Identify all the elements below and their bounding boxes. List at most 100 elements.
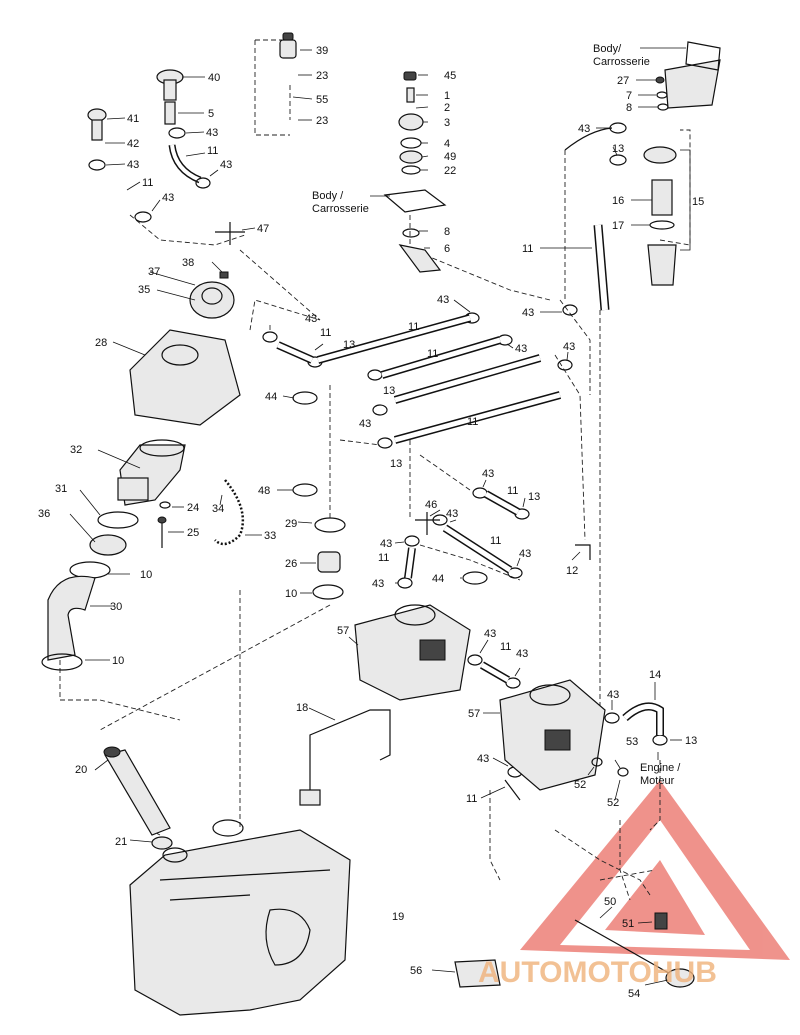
callout-11e: 11 bbox=[427, 348, 438, 360]
callout-38: 38 bbox=[182, 257, 194, 269]
fuel-filter-assembly-15 bbox=[643, 41, 721, 286]
carburetor-57-upper bbox=[354, 604, 471, 701]
tie-wrap-48 bbox=[292, 483, 318, 497]
strap-18 bbox=[299, 709, 391, 806]
callout-11h: 11 bbox=[507, 485, 518, 497]
callout-6: 6 bbox=[444, 243, 450, 255]
captions: Body/ Carrosserie Body / Carrosserie Eng… bbox=[312, 43, 681, 787]
callout-43d: 43 bbox=[162, 192, 174, 204]
clamp-29 bbox=[314, 517, 346, 533]
callout-1: 1 bbox=[444, 90, 450, 102]
callout-43s: 43 bbox=[477, 753, 489, 765]
callout-33: 33 bbox=[264, 530, 276, 542]
callout-43i: 43 bbox=[563, 341, 575, 353]
callout-43f: 43 bbox=[522, 307, 534, 319]
callout-29: 29 bbox=[285, 518, 297, 530]
callout-11a: 11 bbox=[207, 145, 218, 157]
callout-11b: 11 bbox=[142, 177, 153, 189]
callout-25: 25 bbox=[187, 527, 199, 539]
callout-19: 19 bbox=[392, 911, 404, 923]
callout-18: 18 bbox=[296, 702, 308, 714]
callout-41: 41 bbox=[127, 113, 139, 125]
callout-13c: 13 bbox=[383, 385, 395, 397]
hose-11-vent-center bbox=[168, 144, 202, 184]
callout-11g: 11 bbox=[320, 327, 331, 339]
callout-47: 47 bbox=[257, 223, 269, 235]
body-caption-mid-line1: Body / bbox=[312, 190, 344, 202]
callout-43g: 43 bbox=[437, 294, 449, 306]
filter-54 bbox=[665, 968, 695, 988]
callout-2: 2 bbox=[444, 102, 450, 114]
callout-17: 17 bbox=[612, 220, 624, 232]
callout-50: 50 bbox=[604, 896, 616, 908]
callout-46: 46 bbox=[425, 499, 437, 511]
callout-11j: 11 bbox=[378, 552, 389, 564]
callout-43j: 43 bbox=[305, 313, 317, 325]
callout-labels: 39 40 23 55 23 5 43 41 42 43 11 43 11 43… bbox=[38, 45, 704, 1000]
callout-57b: 57 bbox=[468, 708, 480, 720]
fuel-tank-19 bbox=[129, 819, 351, 1016]
fitting-5 bbox=[164, 101, 176, 125]
washer-24 bbox=[159, 501, 171, 509]
callout-43q: 43 bbox=[484, 628, 496, 640]
carburetor-57-lower bbox=[499, 679, 606, 791]
callout-13d: 13 bbox=[390, 458, 402, 470]
callout-44b: 44 bbox=[432, 573, 444, 585]
tie-wrap-44-upper bbox=[292, 391, 318, 405]
callout-43h: 43 bbox=[515, 343, 527, 355]
callout-13b: 13 bbox=[343, 339, 355, 351]
fitting-14 bbox=[591, 757, 629, 777]
screw-25 bbox=[157, 516, 167, 548]
support-56 bbox=[454, 959, 501, 988]
callout-35: 35 bbox=[138, 284, 150, 296]
callout-43m: 43 bbox=[446, 508, 458, 520]
callout-43k: 43 bbox=[359, 418, 371, 430]
callout-5: 5 bbox=[208, 108, 214, 120]
callout-42: 42 bbox=[127, 138, 139, 150]
automotohub-watermark-logo bbox=[520, 780, 790, 960]
callout-12: 12 bbox=[566, 565, 578, 577]
tether-chain-33 bbox=[214, 479, 245, 546]
routing-lines bbox=[59, 39, 691, 901]
clamp-10-lower bbox=[41, 653, 83, 671]
callout-15: 15 bbox=[692, 196, 704, 208]
clamp-10-mid bbox=[312, 584, 344, 600]
body-caption-top-line1: Body/ bbox=[593, 43, 622, 55]
callout-20: 20 bbox=[75, 764, 87, 776]
callout-36: 36 bbox=[38, 508, 50, 520]
callout-43n: 43 bbox=[380, 538, 392, 550]
callout-11l: 11 bbox=[466, 793, 477, 805]
callout-32: 32 bbox=[70, 444, 82, 456]
vent-valve-41 bbox=[87, 108, 107, 141]
callout-39: 39 bbox=[316, 45, 328, 57]
callout-37: 37 bbox=[148, 266, 160, 278]
callout-49: 49 bbox=[444, 151, 456, 163]
callout-31: 31 bbox=[55, 483, 67, 495]
callout-52b: 52 bbox=[607, 797, 619, 809]
callout-21: 21 bbox=[115, 836, 127, 848]
callout-55: 55 bbox=[316, 94, 328, 106]
tee-fitting-47 bbox=[215, 222, 245, 245]
callout-40: 40 bbox=[208, 72, 220, 84]
fuel-cap-37 bbox=[189, 271, 235, 319]
filler-hose-30 bbox=[47, 575, 96, 661]
callout-13e: 13 bbox=[528, 491, 540, 503]
callout-54: 54 bbox=[628, 988, 640, 1000]
body-caption-top-line2: Carrosserie bbox=[593, 56, 650, 68]
callout-52a: 52 bbox=[574, 779, 586, 791]
callout-11k: 11 bbox=[500, 641, 511, 653]
tie-wrap-44-lower bbox=[462, 571, 488, 585]
callout-43b: 43 bbox=[127, 159, 139, 171]
callout-26: 26 bbox=[285, 558, 297, 570]
callout-11c: 11 bbox=[522, 243, 533, 255]
callout-43t: 43 bbox=[607, 689, 619, 701]
callout-43l: 43 bbox=[482, 468, 494, 480]
callout-43a: 43 bbox=[206, 127, 218, 139]
elbow-fitting-12 bbox=[575, 544, 591, 560]
callout-8: 8 bbox=[626, 102, 632, 114]
callout-48: 48 bbox=[258, 485, 270, 497]
watermark-text: AUTOMOTOHUB bbox=[478, 956, 717, 989]
callout-45: 45 bbox=[444, 70, 456, 82]
leader-lines bbox=[69, 47, 691, 986]
